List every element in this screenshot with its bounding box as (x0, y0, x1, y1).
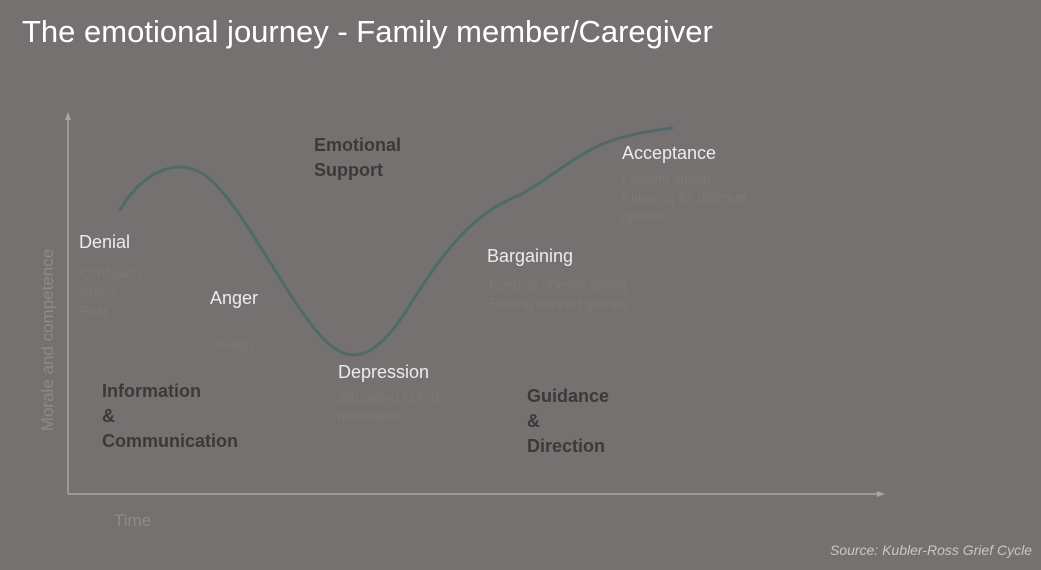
support-line: & (527, 411, 540, 431)
stage-bargaining: Bargaining (487, 246, 574, 266)
emotion-curve (118, 126, 674, 357)
support-emotional: Emotional Support (314, 133, 401, 183)
support-line: Information (102, 381, 201, 401)
detail-item: Shock (80, 285, 118, 300)
x-axis-arrow (877, 491, 885, 497)
detail-item: Struggling to find (338, 390, 440, 405)
support-line: Emotional (314, 135, 402, 155)
detail-item: Fear (80, 304, 108, 319)
stage-acceptance: Acceptance (622, 143, 717, 163)
x-axis-label: Time (114, 511, 152, 530)
detail-item: Finding support groups (489, 296, 628, 311)
support-guidance-direction: Guidance & Direction (527, 384, 609, 459)
support-line: Communication (102, 431, 239, 451)
detail-item: motivation (338, 409, 400, 424)
support-line: Support (314, 160, 383, 180)
detail-item: options (622, 209, 666, 224)
support-line: Direction (527, 436, 606, 456)
slide-title: The emotional journey - Family member/Ca… (22, 14, 713, 49)
y-axis-arrow (65, 112, 71, 120)
detail-item: Looking ahead (622, 171, 711, 186)
stage-depression: Depression (338, 362, 430, 382)
detail-item: Anxiety (211, 338, 256, 353)
support-line: Guidance (527, 386, 610, 406)
source-citation: Source: Kubler-Ross Grief Cycle (829, 542, 1032, 558)
stage-bargaining-details: Keeping oneself strong Finding support g… (489, 275, 627, 313)
detail-item: Confusion (80, 266, 141, 281)
detail-item: Keeping oneself strong (489, 277, 628, 292)
stage-denial-details: Confusion Shock Fear (80, 264, 141, 321)
y-axis-label: Morale and competence (38, 248, 57, 432)
stage-acceptance-details: Looking ahead Planning for different opt… (622, 169, 746, 226)
support-information-communication: Information & Communication (102, 379, 238, 454)
stage-denial: Denial (79, 232, 131, 252)
stage-anger: Anger (210, 288, 259, 308)
support-line: & (102, 406, 115, 426)
detail-item: Planning for different (622, 190, 747, 205)
stage-anger-details: Anxiety (211, 336, 255, 355)
stage-depression-details: Struggling to find motivation (338, 388, 439, 426)
